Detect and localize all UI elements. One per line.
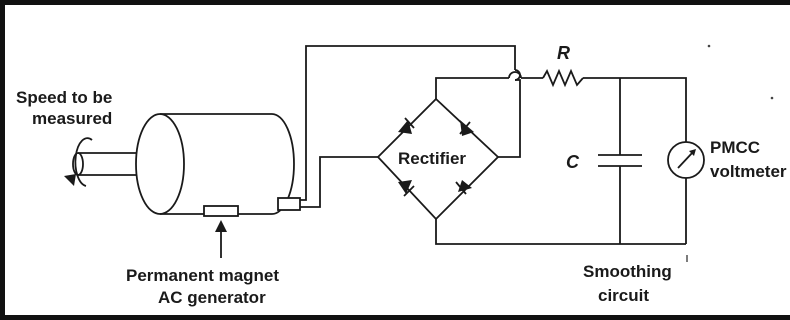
generator-terminal — [277, 197, 301, 211]
circuit-wires — [300, 45, 687, 245]
bridge-rectifier — [376, 97, 500, 221]
smoothing-label-line2: circuit — [598, 286, 649, 305]
generator-label-line2: AC generator — [158, 288, 266, 307]
magnet-block — [203, 205, 239, 217]
meter-label-line2: voltmeter — [710, 162, 787, 181]
generator-label-line1: Permanent magnet — [126, 266, 279, 285]
diode-icon — [455, 180, 472, 195]
smoothing-label-line1: Smoothing — [583, 262, 672, 281]
rectifier-label: Rectifier — [398, 149, 466, 168]
diode-icon — [398, 117, 415, 134]
speck — [707, 44, 711, 48]
speck — [770, 96, 774, 100]
generator-body — [135, 113, 301, 217]
capacitor-label: C — [566, 152, 580, 172]
speed-label-line2: measured — [32, 109, 112, 128]
speed-label-line1: Speed to be — [16, 88, 112, 107]
meter-label-line1: PMCC — [710, 138, 760, 157]
diode-icon — [398, 180, 415, 197]
resistor — [542, 68, 584, 88]
magnet-pointer-arrow-icon — [215, 220, 227, 258]
rotation-arrow-icon — [64, 137, 93, 187]
voltmeter-icon — [667, 141, 705, 179]
diode-icon — [459, 120, 474, 136]
resistor-label: R — [557, 43, 570, 63]
